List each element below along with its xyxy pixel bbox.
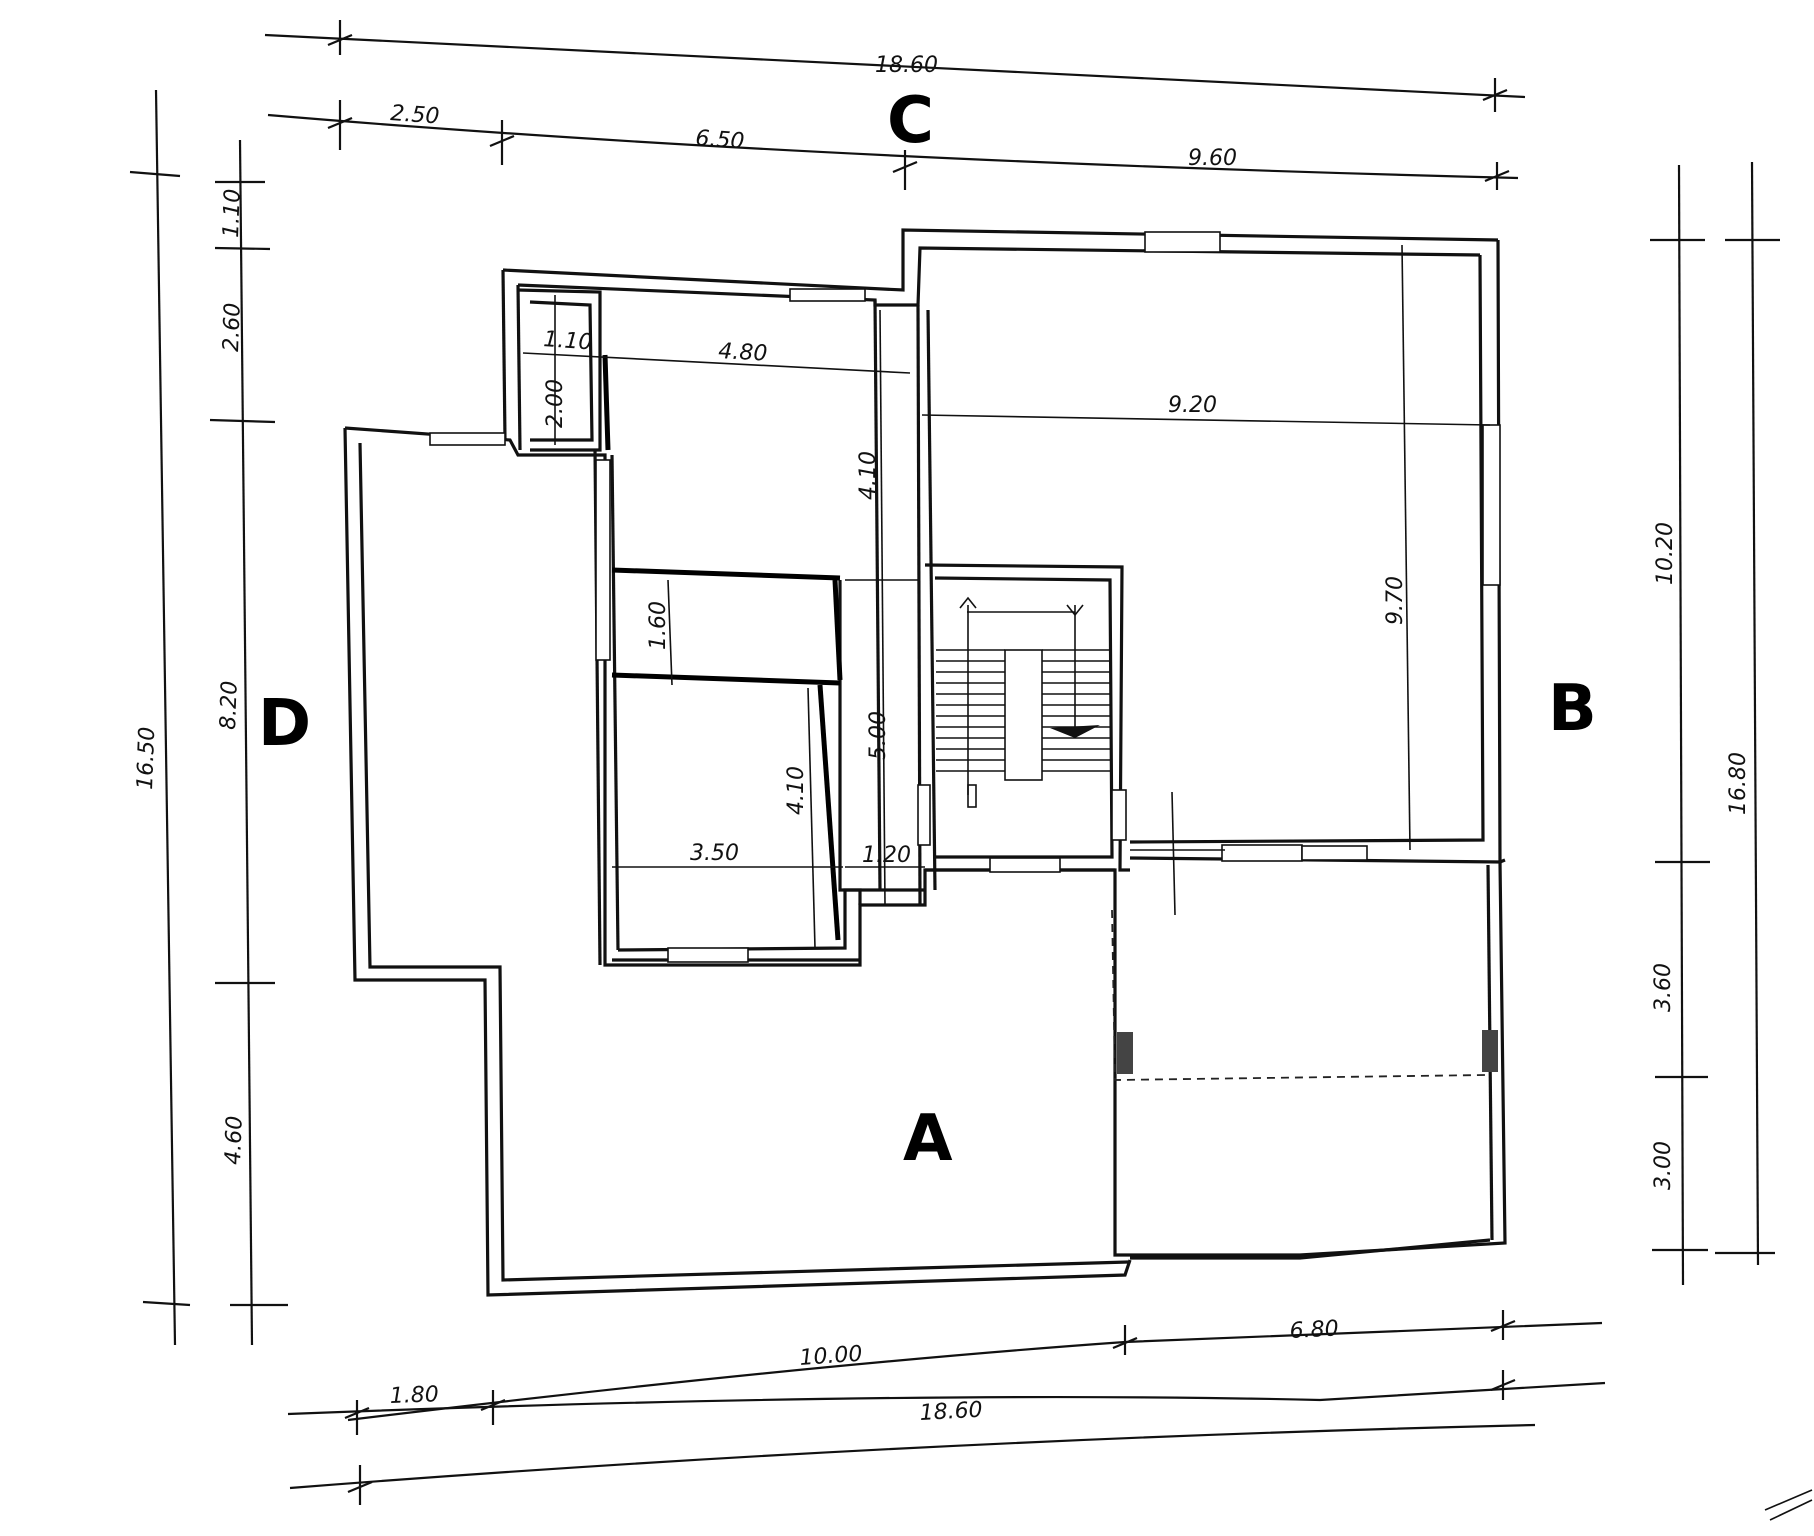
room2-width-dim: 3.50 (690, 841, 739, 866)
bottom-dim-1: 10.00 (799, 1342, 864, 1371)
big-height-dim: 9.70 (1383, 576, 1408, 625)
small-height-dim: 2.00 (543, 379, 568, 428)
top-dim-2: 6.50 (695, 126, 746, 154)
room2-height-dim: 4.10 (784, 766, 809, 815)
right-dim-2: 3.60 (1651, 963, 1676, 1012)
room1-width-dim: 4.80 (718, 339, 768, 367)
left-dim-4: 4.60 (221, 1115, 248, 1165)
right-dim-1: 10.20 (1653, 522, 1678, 585)
right-dim-3: 3.00 (1651, 1141, 1676, 1190)
small-width-dim: 1.10 (543, 327, 594, 355)
dimension-labels: 18.60 2.50 6.50 9.60 16.50 1.10 2.60 8.2… (133, 53, 1751, 1426)
top-dim-3: 9.60 (1188, 146, 1237, 171)
left-dim-3: 8.20 (216, 680, 243, 730)
side-label-c: C (887, 84, 934, 158)
room1-height-dim: 4.10 (856, 451, 881, 500)
right-total-dim: 16.80 (1726, 752, 1751, 815)
corridor-height-dim: 1.60 (646, 601, 671, 650)
hall-height-dim: 5.00 (866, 711, 891, 760)
dimension-lines (129, 20, 1780, 1505)
big-width-dim: 9.20 (1168, 393, 1217, 418)
left-total-dim: 16.50 (133, 726, 160, 790)
left-dim-1: 1.10 (219, 188, 246, 238)
top-total-dim: 18.60 (875, 53, 938, 78)
bottom-dim-2: 6.80 (1289, 1316, 1339, 1344)
top-dim-1: 2.50 (390, 101, 441, 129)
walls (343, 228, 1507, 1297)
hall-width-dim: 1.20 (862, 843, 911, 868)
interior-dimension-lines (522, 244, 1491, 949)
bottom-total-dim: 18.60 (919, 1398, 983, 1426)
bottom-dim-3: 1.80 (389, 1382, 439, 1409)
left-dim-2: 2.60 (219, 302, 246, 352)
staircase (936, 596, 1110, 808)
corner-marks (1764, 1489, 1813, 1521)
side-label-b: B (1548, 672, 1597, 746)
veranda-outline (1111, 791, 1498, 1081)
side-label-a: A (903, 1102, 953, 1176)
windows (429, 231, 1501, 963)
side-label-d: D (258, 687, 311, 761)
side-labels: C B D A (258, 84, 1597, 1176)
